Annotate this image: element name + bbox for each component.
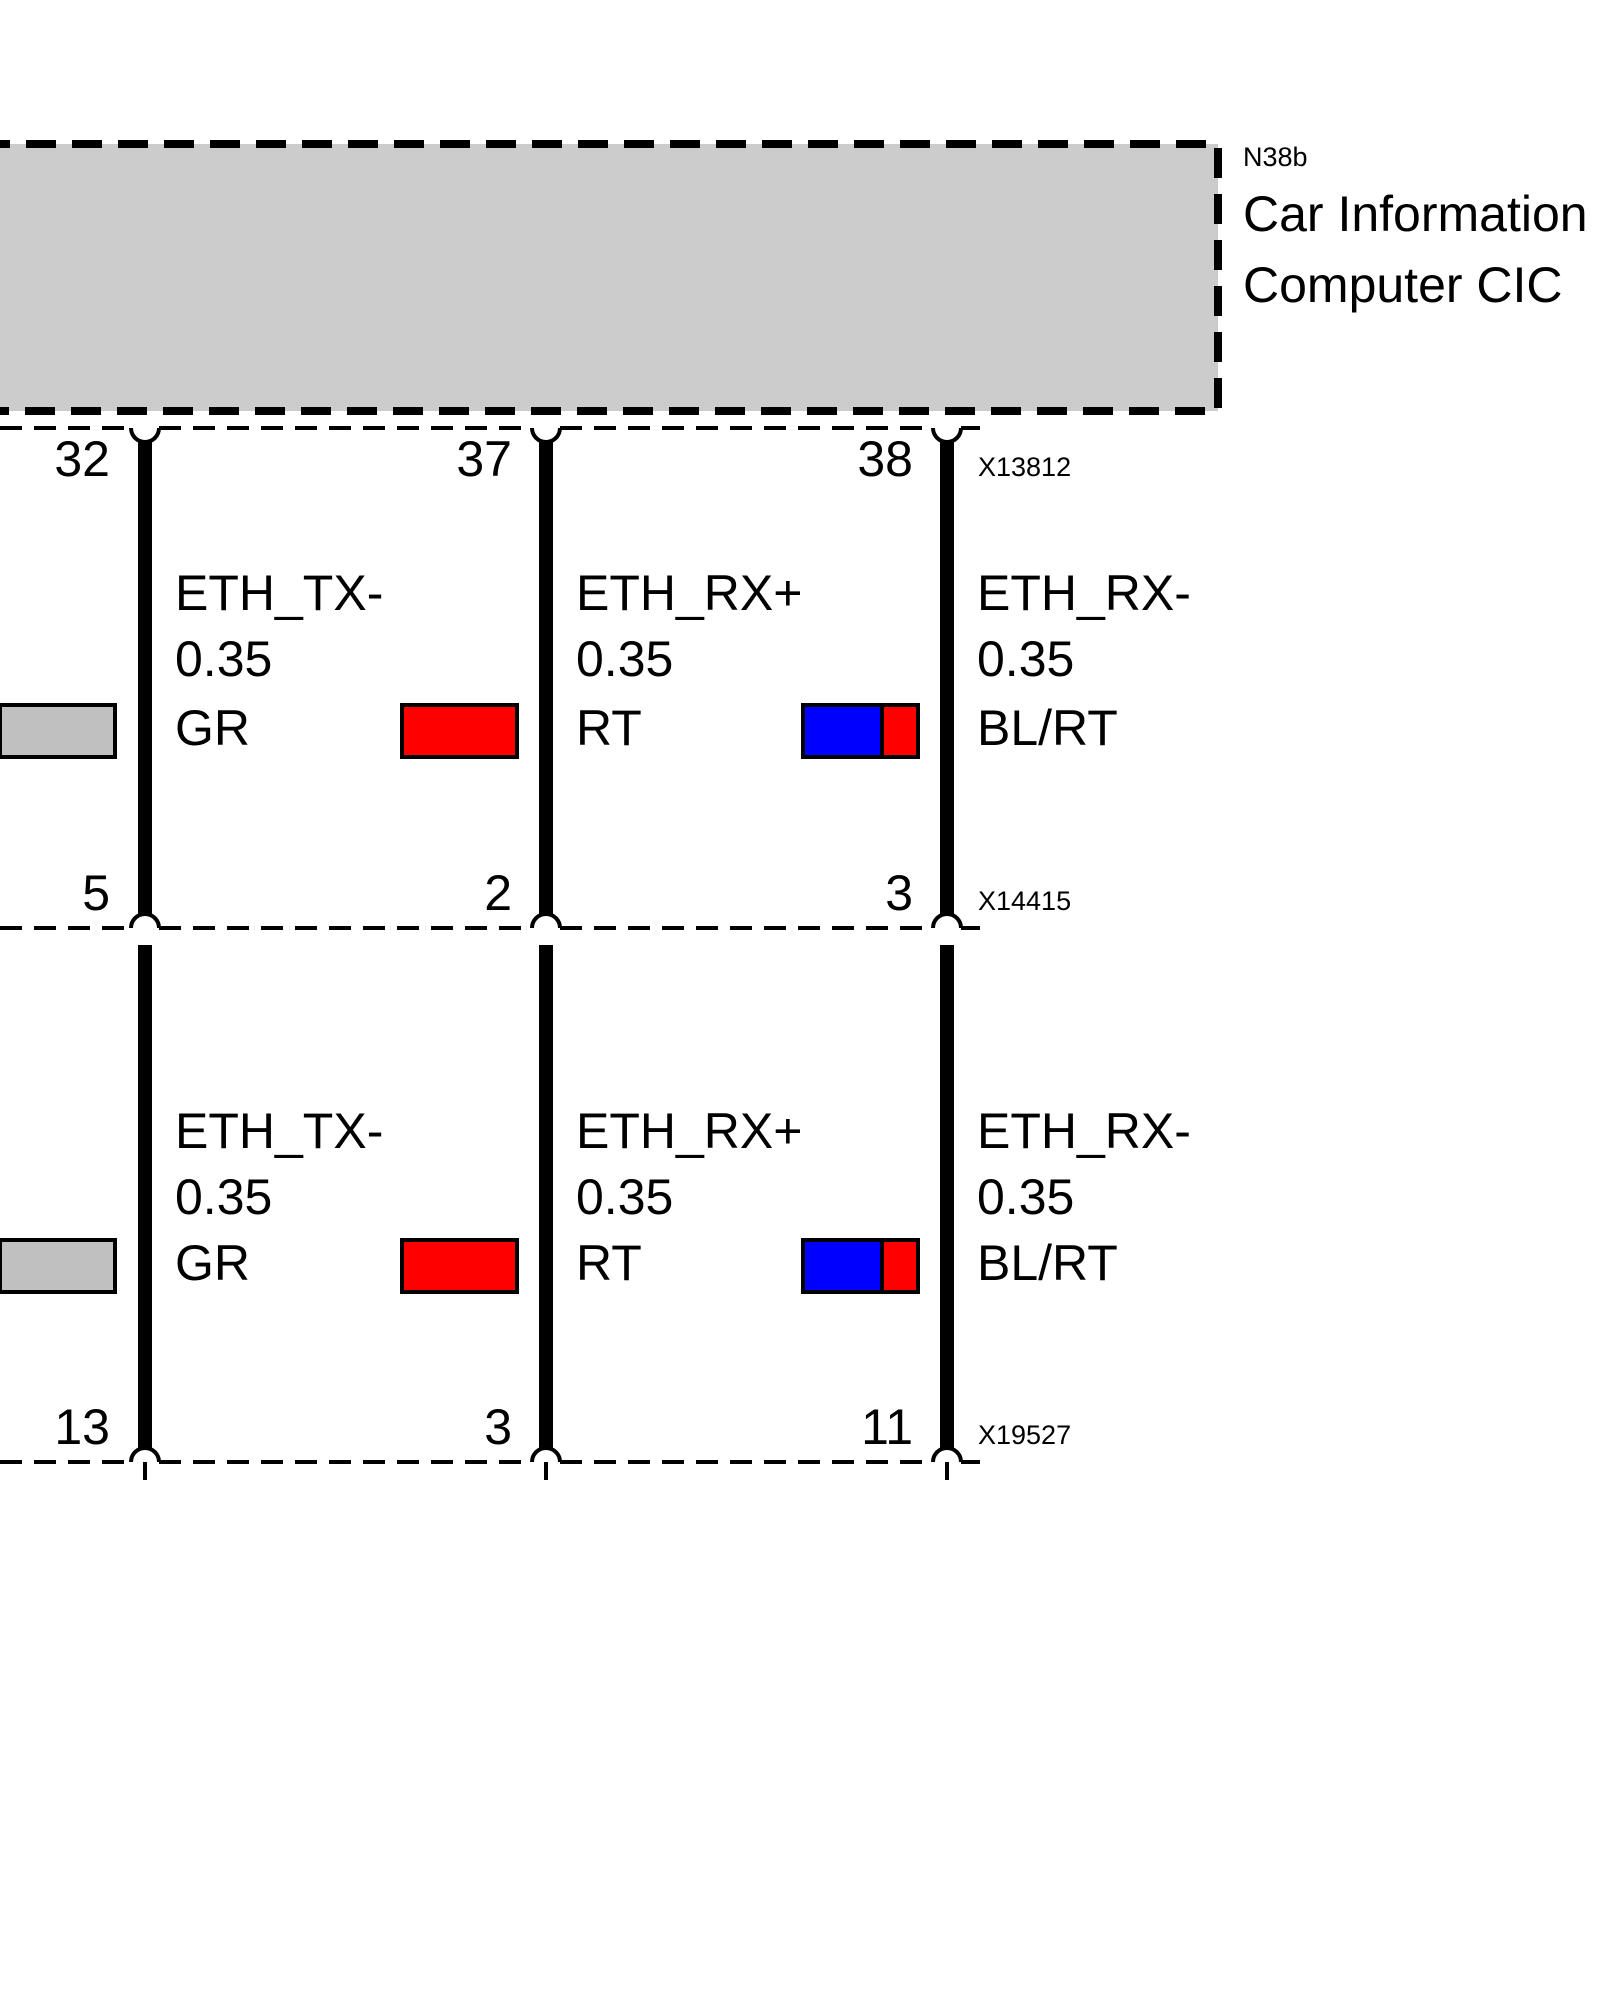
pin-number: 38 bbox=[857, 431, 913, 487]
wire-color-label: BL/RT bbox=[977, 1235, 1118, 1291]
pin-number: 37 bbox=[456, 431, 512, 487]
wire-signal-label: ETH_RX- bbox=[977, 565, 1191, 621]
swatch-band bbox=[0, 1238, 117, 1294]
pin-number: 11 bbox=[861, 1399, 913, 1455]
wire-size-label: 0.35 bbox=[175, 1169, 272, 1225]
swatch-stripe bbox=[880, 703, 920, 759]
pin-number: 3 bbox=[484, 1399, 512, 1455]
wire-size-label: 0.35 bbox=[977, 631, 1074, 687]
wire-signal-label: ETH_RX+ bbox=[576, 565, 802, 621]
component-box bbox=[0, 140, 1222, 415]
pin-contact-11 bbox=[931, 1446, 963, 1463]
wire-signal-label: ETH_RX- bbox=[977, 1103, 1191, 1159]
pin-contact-3 bbox=[931, 912, 963, 929]
wire-size-label: 0.35 bbox=[576, 631, 673, 687]
swatch-band bbox=[0, 703, 117, 759]
wire-size-label: 0.35 bbox=[977, 1169, 1074, 1225]
wire-color-swatch-gr bbox=[0, 1238, 117, 1294]
wire-color-swatch-bl-rt bbox=[801, 1238, 920, 1294]
connector-id-x14415: X14415 bbox=[978, 886, 1071, 916]
swatch-band bbox=[801, 1238, 884, 1294]
component-name-line2: Computer CIC bbox=[1243, 257, 1563, 313]
wire-color-swatch-rt bbox=[400, 1238, 519, 1294]
wire-color-label: RT bbox=[576, 1235, 642, 1291]
swatch-band bbox=[400, 1238, 519, 1294]
wire-color-swatch-gr bbox=[0, 703, 117, 759]
swatch-stripe bbox=[880, 1238, 920, 1294]
wire-color-swatch-rt bbox=[400, 703, 519, 759]
pin-number: 32 bbox=[54, 431, 110, 487]
pin-contact-3 bbox=[530, 1446, 562, 1463]
wire-signal-label: ETH_TX- bbox=[175, 1103, 383, 1159]
swatch-band bbox=[400, 703, 519, 759]
pin-number: 5 bbox=[82, 865, 110, 921]
pin-contact-5 bbox=[129, 912, 161, 929]
connector-id-x13812: X13812 bbox=[978, 452, 1071, 482]
pin-contact-13 bbox=[129, 1446, 161, 1463]
wire-signal-label: ETH_RX+ bbox=[576, 1103, 802, 1159]
wire-color-label: RT bbox=[576, 700, 642, 756]
swatch-band bbox=[801, 703, 884, 759]
connector-id-x19527: X19527 bbox=[978, 1420, 1071, 1450]
pin-contact-2 bbox=[530, 912, 562, 929]
wire-color-label: BL/RT bbox=[977, 700, 1118, 756]
wire-signal-label: ETH_TX- bbox=[175, 565, 383, 621]
pin-number: 13 bbox=[54, 1399, 110, 1455]
pin-number: 2 bbox=[484, 865, 512, 921]
pin-contact-32 bbox=[129, 427, 161, 444]
pin-number: 3 bbox=[885, 865, 913, 921]
wire-color-label: GR bbox=[175, 700, 250, 756]
wire-color-swatch-bl-rt bbox=[801, 703, 920, 759]
wire-color-label: GR bbox=[175, 1235, 250, 1291]
component-name-line1: Car Information bbox=[1243, 186, 1588, 242]
pin-contact-37 bbox=[530, 427, 562, 444]
component-id: N38b bbox=[1243, 142, 1308, 172]
pin-contact-38 bbox=[931, 427, 963, 444]
wire-size-label: 0.35 bbox=[576, 1169, 673, 1225]
wire-size-label: 0.35 bbox=[175, 631, 272, 687]
